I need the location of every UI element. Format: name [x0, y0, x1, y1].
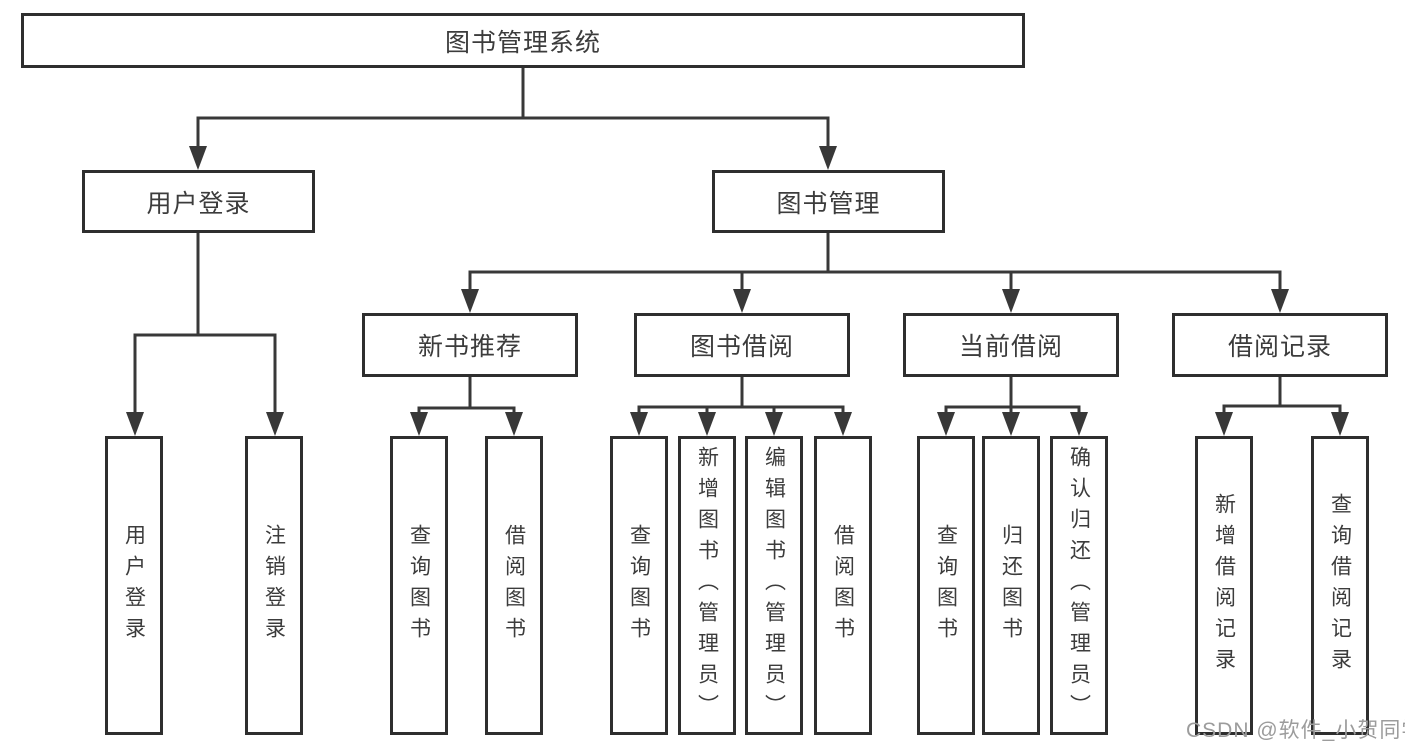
- node-new-book-recommendation: 新书推荐: [362, 313, 578, 377]
- node-user-login: 用户登录: [82, 170, 315, 233]
- leaf-query-borrow-record: 查询借阅记录: [1311, 436, 1369, 735]
- node-root-system: 图书管理系统: [21, 13, 1025, 68]
- leaf-query-books-recommend: 查询图书: [390, 436, 448, 735]
- leaf-user-login: 用户登录: [105, 436, 163, 735]
- leaf-edit-book-admin: 编辑图书（管理员）: [745, 436, 803, 735]
- csdn-watermark: CSDN @软件_小贺同学: [1186, 719, 1405, 742]
- leaf-return-book: 归还图书: [982, 436, 1040, 735]
- arrow-down-icons: [126, 146, 1349, 436]
- leaf-borrow-books-recommend: 借阅图书: [485, 436, 543, 735]
- leaf-confirm-return-admin: 确认归还（管理员）: [1050, 436, 1108, 735]
- leaf-query-books-borrow: 查询图书: [610, 436, 668, 735]
- node-book-borrowing: 图书借阅: [634, 313, 850, 377]
- node-current-borrowing: 当前借阅: [903, 313, 1119, 377]
- node-borrow-records: 借阅记录: [1172, 313, 1388, 377]
- node-book-management: 图书管理: [712, 170, 945, 233]
- leaf-query-books-current: 查询图书: [917, 436, 975, 735]
- leaf-logout: 注销登录: [245, 436, 303, 735]
- leaf-add-book-admin: 新增图书（管理员）: [678, 436, 736, 735]
- leaf-add-borrow-record: 新增借阅记录: [1195, 436, 1253, 735]
- leaf-borrow-book: 借阅图书: [814, 436, 872, 735]
